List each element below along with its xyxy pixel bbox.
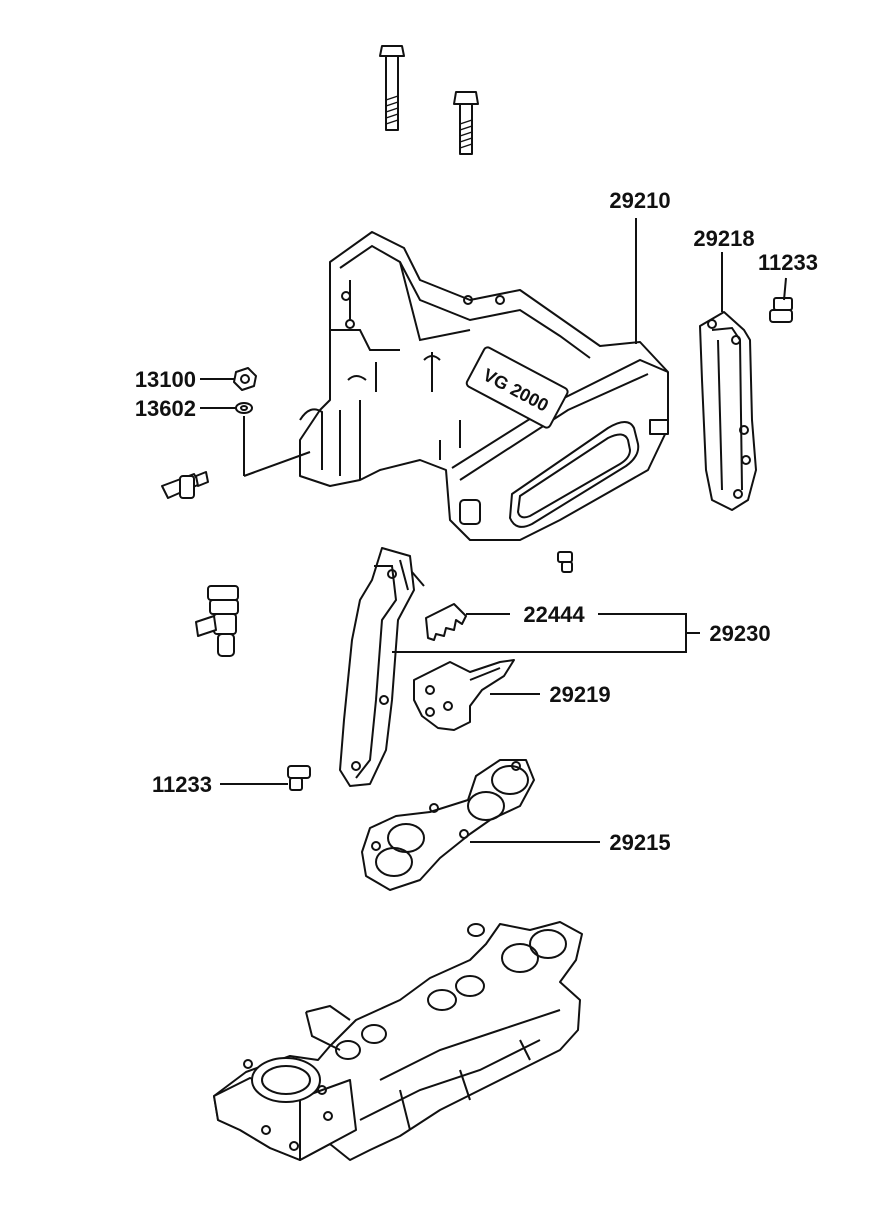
leader-lines	[200, 218, 787, 843]
bolt-right	[453, 91, 479, 155]
label-13602: 13602	[135, 396, 196, 421]
bolt-11233-bottom	[287, 765, 311, 791]
lower-manifold	[213, 921, 583, 1161]
label-29218: 29218	[693, 226, 754, 251]
gasket-29215	[361, 759, 535, 891]
bracket-29219	[413, 659, 515, 731]
label-29215: 29215	[609, 830, 670, 855]
label-11233-top: 11233	[758, 250, 818, 275]
sensor-switch	[195, 585, 239, 657]
part-labels: 29210 29218 11233 13100 13602 22444 2923…	[135, 188, 818, 855]
vacuum-fitting	[161, 471, 209, 499]
label-29230: 29230	[709, 621, 770, 646]
label-13100: 13100	[135, 367, 196, 392]
label-29210: 29210	[609, 188, 670, 213]
leader-11233-top	[783, 277, 787, 301]
label-29219: 29219	[549, 682, 610, 707]
washer-13602	[235, 402, 253, 414]
bracket-29230	[339, 547, 425, 787]
nut-13100	[233, 367, 257, 391]
bracket-29218	[699, 311, 757, 511]
clip-22444	[425, 603, 467, 641]
leader-13602-to-manifold	[243, 416, 311, 477]
bolt-left	[379, 45, 405, 131]
label-11233-bottom: 11233	[152, 772, 212, 797]
small-bolt	[557, 551, 573, 573]
label-22444: 22444	[523, 602, 585, 627]
bolt-11233-top	[769, 297, 793, 323]
